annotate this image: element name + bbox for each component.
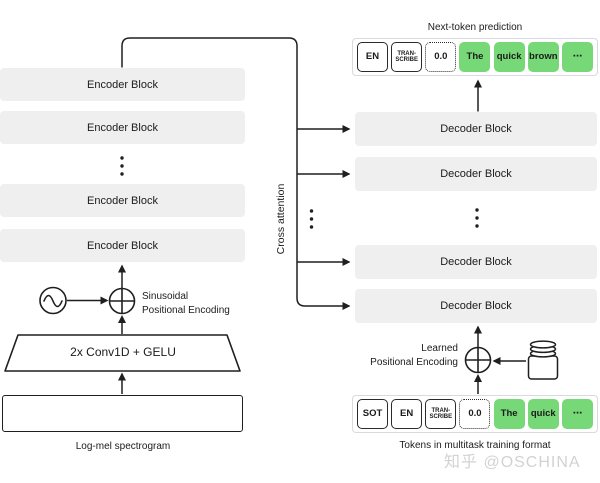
watermark: 知乎 @OSCHINA xyxy=(444,454,581,471)
token-en: EN xyxy=(391,399,423,429)
tokens-caption: Tokens in multitask training format xyxy=(399,440,551,451)
sinusoidal-label-line1: Sinusoidal xyxy=(142,291,189,302)
token-timestamp: 0.0 xyxy=(459,399,491,429)
token-transcribe: TRAN-SCRIBE xyxy=(425,399,457,429)
conv-trapezoid xyxy=(4,334,241,372)
embedding-matrix-icon xyxy=(527,340,559,380)
token-brown: brown xyxy=(527,42,559,72)
sine-wave-icon xyxy=(39,286,67,315)
sinusoidal-label-line2: Positional Encoding xyxy=(142,305,230,316)
token-timestamp: 0.0 xyxy=(425,42,457,72)
log-mel-spectrogram-label: Log-mel spectrogram xyxy=(75,441,171,452)
decoder-block-4: Decoder Block xyxy=(355,289,597,323)
learned-label-line1: Learned xyxy=(421,343,458,354)
next-token-row: EN TRAN-SCRIBE 0.0 The quick brown ⋯ xyxy=(352,38,598,76)
input-token-row: SOT EN TRAN-SCRIBE 0.0 The quick ⋯ xyxy=(352,395,598,433)
token-transcribe: TRAN-SCRIBE xyxy=(391,42,423,72)
token-en: EN xyxy=(357,42,388,72)
arrow-group xyxy=(67,37,526,394)
encoder-output-line xyxy=(121,37,351,310)
encoder-block-2: Encoder Block xyxy=(0,111,245,144)
encoder-ellipsis-dots xyxy=(120,156,124,176)
token-ellipsis: ⋯ xyxy=(561,42,593,72)
log-mel-spectrogram-box xyxy=(2,395,243,432)
token-sot: SOT xyxy=(357,399,388,429)
token-the: The xyxy=(493,399,525,429)
encoder-block-3: Encoder Block xyxy=(0,184,245,217)
conv-gelu-label: 2x Conv1D + GELU xyxy=(70,345,176,359)
sinusoidal-pos-encoding-label: Sinusoidal Positional Encoding xyxy=(142,290,230,318)
token-ellipsis: ⋯ xyxy=(561,399,593,429)
encoder-add-icon xyxy=(108,287,136,315)
decoder-block-2: Decoder Block xyxy=(355,157,597,191)
cross-attention-label: Cross attention xyxy=(275,183,287,255)
learned-pos-encoding-label: Learned Positional Encoding xyxy=(352,342,458,370)
decoder-block-3: Decoder Block xyxy=(355,245,597,279)
token-quick: quick xyxy=(527,399,559,429)
token-quick: quick xyxy=(493,42,525,72)
token-the: The xyxy=(459,42,491,72)
cross-attention-ellipsis-dots xyxy=(309,209,314,229)
encoder-block-1: Encoder Block xyxy=(0,68,245,101)
next-token-prediction-label: Next-token prediction xyxy=(427,22,523,33)
learned-label-line2: Positional Encoding xyxy=(370,357,458,368)
encoder-block-4: Encoder Block xyxy=(0,229,245,262)
decoder-ellipsis-dots xyxy=(475,208,479,228)
decoder-block-1: Decoder Block xyxy=(355,112,597,146)
decoder-add-icon xyxy=(464,346,492,374)
